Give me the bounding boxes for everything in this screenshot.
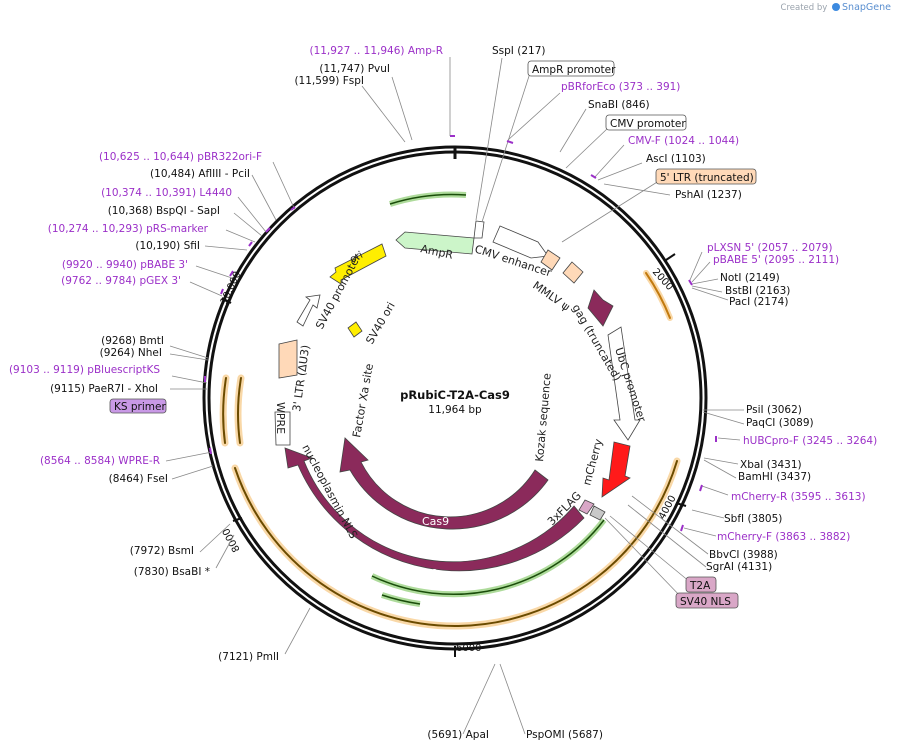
label-plxsn-5: pLXSN 5' (2057 .. 2079)	[707, 242, 832, 254]
label-psii: PsiI (3062)	[746, 404, 802, 416]
label-mcherry-f: mCherry-F (3863 .. 3882)	[717, 531, 850, 543]
label-factor-xa: Factor Xa site	[350, 362, 376, 438]
label-sspi: SspI (217)	[492, 45, 545, 57]
label-snabi: SnaBI (846)	[588, 99, 650, 111]
ltr5-feature	[540, 249, 561, 271]
label-sv40-ori: SV40 ori	[363, 300, 397, 347]
label-ltr5: 5' LTR (truncated)	[660, 172, 754, 184]
label-pbabe-5: pBABE 5' (2095 .. 2111)	[713, 254, 839, 266]
label-pshai: PshAI (1237)	[675, 189, 742, 201]
sv40-nls-box	[675, 592, 739, 609]
mcherry-feature	[601, 441, 631, 498]
label-cmv-promoter: CMV promoter	[610, 118, 686, 130]
label-bspqi-sapi: (10,368) BspQI - SapI	[108, 205, 220, 217]
label-fspi: (11,599) FspI	[294, 75, 364, 87]
label-afliii-pcii: (10,484) AflIII - PciI	[150, 168, 250, 180]
label-cas9-inner: Cas9	[422, 515, 449, 528]
label-cas9-outer: Cas9	[411, 567, 438, 580]
label-pspomi: PspOMI (5687)	[526, 729, 603, 741]
label-paer7i-xhoi: (9115) PaeR7I - XhoI	[50, 383, 158, 395]
label-pbr322ori-f: (10,625 .. 10,644) pBR322ori-F	[99, 151, 262, 163]
label-mcherry-r: mCherry-R (3595 .. 3613)	[731, 491, 866, 503]
ks-primer-box	[109, 398, 167, 414]
label-pvui: (11,747) PvuI	[319, 63, 390, 75]
ampr-feature	[395, 231, 475, 255]
label-amp-r: (11,927 .. 11,946) Amp-R	[309, 45, 443, 57]
left-labels: (11,927 .. 11,946) Amp-R (11,747) PvuI (…	[9, 45, 489, 741]
label-l4440: (10,374 .. 10,391) L4440	[101, 187, 232, 199]
label-sbfi: SbfI (3805)	[724, 513, 782, 525]
label-asci: AscI (1103)	[646, 153, 706, 165]
label-sv40-nls: SV40 NLS	[680, 596, 731, 608]
tick-label-6000: 6000	[456, 643, 481, 654]
snapgene-logo-icon	[832, 3, 841, 11]
label-ori: ori	[348, 250, 365, 266]
label-t2a: T2A	[689, 580, 711, 592]
mmlv-psi-feature	[562, 261, 584, 284]
label-ampr-promoter: AmpR promoter	[532, 64, 616, 76]
label-pbrforeco: pBRforEco (373 .. 391)	[561, 81, 680, 93]
label-hubcpro-f: hUBCpro-F (3245 .. 3264)	[743, 435, 877, 447]
label-mcherry: mCherry	[580, 437, 605, 487]
label-pmli: (7121) PmlI	[218, 651, 279, 663]
label-fsei: (8464) FseI	[109, 473, 168, 485]
label-pgex-3: (9762 .. 9784) pGEX 3'	[61, 275, 181, 287]
label-bstbi: BstBI (2163)	[725, 285, 790, 297]
label-mmlv-psi: MMLV ψ	[530, 279, 572, 314]
feature-shapes	[274, 220, 641, 572]
ampr-promoter-box	[527, 60, 615, 77]
label-apai: (5691) ApaI	[427, 729, 489, 741]
label-wpre-r: (8564 .. 8584) WPRE-R	[40, 455, 160, 467]
label-paqci: PaqCI (3089)	[746, 417, 814, 429]
ubc-promoter-feature	[607, 326, 641, 441]
label-bsabi: (7830) BsaBI *	[134, 566, 210, 578]
sv40-ori-feature	[347, 321, 363, 338]
label-bsmi: (7972) BsmI	[130, 545, 194, 557]
credit-prefix: Created by	[780, 3, 828, 13]
label-noti: NotI (2149)	[720, 272, 780, 284]
sv40-promoter-feature	[296, 294, 321, 327]
ltr3-feature	[278, 339, 298, 379]
ori-feature	[329, 243, 387, 285]
wpre-feature	[274, 411, 291, 446]
primer-ticks	[204, 135, 717, 532]
label-nhei: (9264) NheI	[100, 347, 162, 359]
leader-lines	[165, 57, 745, 735]
green-arcs	[370, 191, 607, 607]
label-bamhi: BamHI (3437)	[738, 471, 811, 483]
label-sfii: (10,190) SfiI	[135, 240, 200, 252]
label-sgrai: SgrAI (4131)	[706, 561, 772, 573]
gag-feature	[587, 289, 614, 327]
label-prs-marker: (10,274 .. 10,293) pRS-marker	[48, 223, 209, 235]
label-kozak: Kozak sequence	[533, 372, 554, 462]
t2a-box	[685, 576, 717, 593]
label-xbai: XbaI (3431)	[740, 459, 802, 471]
label-wpre: WPRE	[274, 402, 287, 434]
cas9-inner-feature	[339, 437, 549, 530]
label-pbluescriptks: (9103 .. 9119) pBluescriptKS	[9, 364, 160, 376]
flag-feature	[578, 499, 595, 515]
credit-brand: SnapGene	[842, 2, 891, 13]
label-cmv-f: CMV-F (1024 .. 1044)	[628, 135, 739, 147]
plasmid-name: pRubiC-T2A-Cas9	[400, 388, 510, 402]
cas9-outer-feature	[284, 447, 585, 572]
cmv-promoter-box	[605, 114, 687, 131]
ltr5-box	[655, 168, 757, 185]
label-ks-primer: KS primer	[114, 401, 166, 413]
label-pbabe-3: (9920 .. 9940) pBABE 3'	[62, 259, 188, 271]
label-bbvci: BbvCI (3988)	[709, 549, 778, 561]
ampr-promoter-feature	[473, 220, 485, 239]
label-bmti: (9268) BmtI	[101, 335, 164, 347]
cmv-enhancer-feature	[492, 225, 549, 259]
plasmid-size: 11,964 bp	[428, 404, 482, 416]
right-labels: SspI (217) pBRforEco (373 .. 391) SnaBI …	[492, 45, 877, 741]
label-paci: PacI (2174)	[729, 296, 788, 308]
orf-arcs	[219, 270, 681, 630]
tick-label-8000: 8000	[221, 526, 243, 554]
t2a-feature	[589, 505, 606, 521]
snapgene-credit: Created by SnapGene	[781, 2, 891, 13]
